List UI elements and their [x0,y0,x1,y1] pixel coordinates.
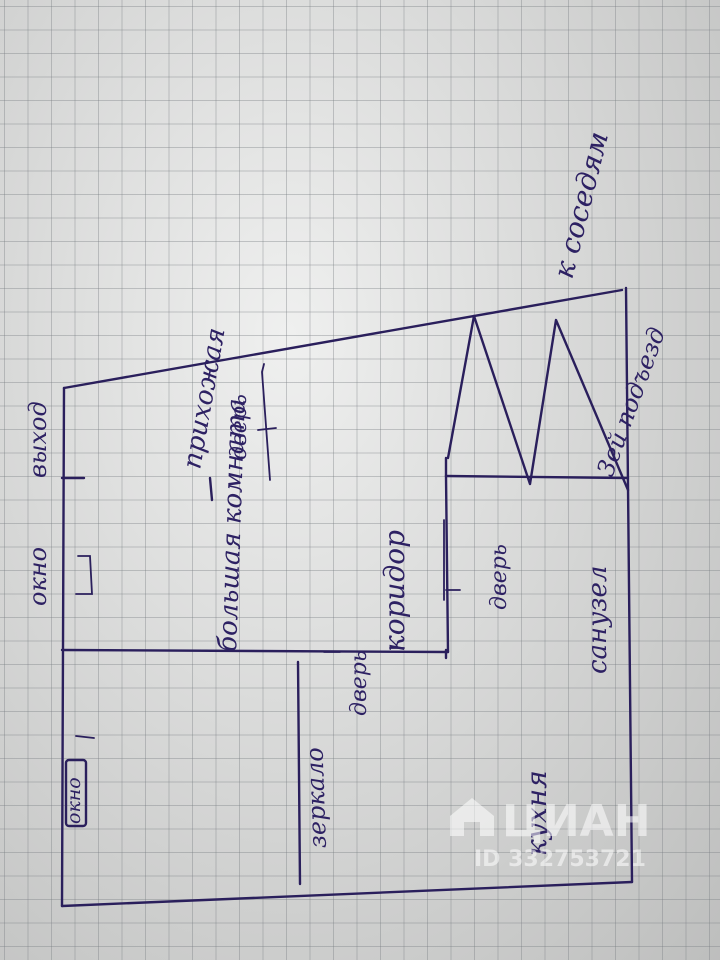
label-bathroom: санузел [583,566,613,674]
house-icon [450,798,494,836]
label-mirror: зеркало [300,747,332,849]
label-window-bottom: окно [63,777,85,824]
cian-watermark: ЦИАН ID 332753721 [450,796,651,872]
outer-wall-bottom [60,880,634,908]
wall-bathroom-top [444,474,630,480]
door-mark-entry-tick [257,427,277,431]
label-door-corridor: дверь [347,650,372,716]
window-symbol-kitchen [64,758,88,828]
stairs-zigzag [446,314,630,492]
label-door-entry: дверь [227,394,252,460]
label-stairs: 3ей подъезд [591,324,671,480]
outer-wall-right [624,286,634,884]
outer-wall-top-diagonal [62,288,624,390]
label-kitchen: кухня [520,770,553,856]
watermark-id: ID 332753721 [474,847,646,872]
label-exit: выход [24,401,52,478]
outer-wall-left [60,386,66,908]
window-symbol-room [75,555,93,595]
label-corridor: коридор [378,530,411,652]
window-symbol-kitchen-tick [75,735,95,739]
wall-between-rooms [60,648,450,654]
wall-mirror [296,660,302,886]
label-living-room: большая комната [213,398,252,652]
door-mark-entry [261,363,271,481]
label-window-top: окно [24,547,52,606]
wall-bathroom-left [444,474,450,654]
wall-hallway-partition [208,476,214,502]
label-neighbors: к соседям [547,128,615,281]
watermark-brand: ЦИАН [502,796,651,847]
label-door-bath: дверь [487,544,512,610]
